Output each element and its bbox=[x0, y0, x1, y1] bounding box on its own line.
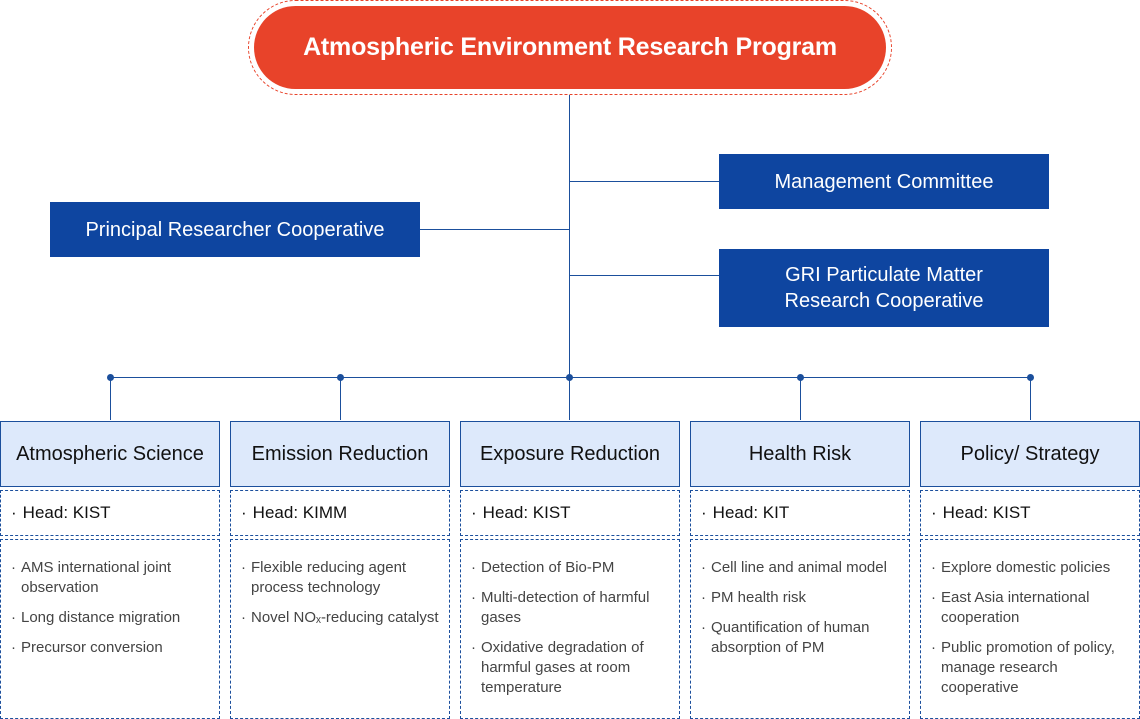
branch-drop-2 bbox=[340, 377, 341, 420]
column-head-exposure-reduction: Exposure Reduction bbox=[460, 421, 680, 487]
gri-cooperative-box: GRI Particulate Matter Research Cooperat… bbox=[719, 249, 1049, 327]
list-item: Detection of Bio-PM bbox=[471, 558, 673, 578]
column-head-emission-reduction: Emission Reduction bbox=[230, 421, 450, 487]
list-item: East Asia international cooperation bbox=[931, 588, 1133, 628]
branch-drop-1 bbox=[110, 377, 111, 420]
list-item: AMS international joint observation bbox=[11, 558, 213, 598]
column-list-policy-strategy: Explore domestic policies East Asia inte… bbox=[920, 539, 1140, 719]
list-item: Flexible reducing agent process technolo… bbox=[241, 558, 443, 598]
column-list-atmospheric-science: AMS international joint observation Long… bbox=[0, 539, 220, 719]
bullet-dot: · bbox=[471, 503, 477, 522]
column-lead-atmospheric-science: · Head: KIST bbox=[0, 490, 220, 536]
bullet-dot: · bbox=[241, 503, 247, 522]
branch-dot-4 bbox=[797, 374, 804, 381]
gri-cooperative-label-line2: Research Cooperative bbox=[784, 290, 984, 312]
column-lead-policy-strategy: · Head: KIST bbox=[920, 490, 1140, 536]
column-head-atmospheric-science: Atmospheric Science bbox=[0, 421, 220, 487]
column-lead-health-risk: · Head: KIT bbox=[690, 490, 910, 536]
bullet-dot: · bbox=[11, 503, 17, 522]
list-item: Public promotion of policy, manage resea… bbox=[931, 638, 1133, 698]
bullet-dot: · bbox=[931, 503, 937, 522]
connector-management bbox=[569, 181, 719, 182]
column-lead-label: Head: KIT bbox=[712, 503, 790, 522]
column-title: Exposure Reduction bbox=[479, 442, 661, 465]
list-item: Quantification of human absorption of PM bbox=[701, 618, 903, 658]
column-lead-exposure-reduction: · Head: KIST bbox=[460, 490, 680, 536]
column-head-policy-strategy: Policy/ Strategy bbox=[920, 421, 1140, 487]
column-lead-label: Head: KIST bbox=[22, 503, 111, 522]
column-title: Emission Reduction bbox=[251, 442, 429, 465]
principal-researcher-label: Principal Researcher Cooperative bbox=[85, 218, 385, 241]
list-item: PM health risk bbox=[701, 588, 903, 608]
management-committee-box: Management Committee bbox=[719, 154, 1049, 209]
column-title: Policy/ Strategy bbox=[960, 442, 1100, 465]
column-lead-label: Head: KIST bbox=[942, 503, 1031, 522]
gri-cooperative-label-line1: GRI Particulate Matter bbox=[785, 264, 983, 286]
bullet-dot: · bbox=[701, 503, 707, 522]
column-head-health-risk: Health Risk bbox=[690, 421, 910, 487]
list-item: Cell line and animal model bbox=[701, 558, 903, 578]
program-title-frame: Atmospheric Environment Research Program bbox=[248, 0, 892, 95]
connector-gri bbox=[569, 275, 719, 276]
connector-principal bbox=[420, 229, 569, 230]
column-title: Atmospheric Science bbox=[16, 442, 204, 465]
column-title: Health Risk bbox=[748, 442, 852, 465]
branch-dot-2 bbox=[337, 374, 344, 381]
list-item: Novel NOₓ-reducing catalyst bbox=[241, 608, 443, 628]
list-item: Long distance migration bbox=[11, 608, 213, 628]
column-lead-label: Head: KIMM bbox=[252, 503, 348, 522]
column-lead-label: Head: KIST bbox=[482, 503, 571, 522]
list-item: Oxidative degradation of harmful gases a… bbox=[471, 638, 673, 698]
column-list-health-risk: Cell line and animal model PM health ris… bbox=[690, 539, 910, 719]
list-item: Multi-detection of harmful gases bbox=[471, 588, 673, 628]
list-item: Precursor conversion bbox=[11, 638, 213, 658]
branch-drop-4 bbox=[800, 377, 801, 420]
main-trunk-line bbox=[569, 95, 570, 420]
program-title: Atmospheric Environment Research Program bbox=[254, 6, 886, 89]
column-list-exposure-reduction: Detection of Bio-PM Multi-detection of h… bbox=[460, 539, 680, 719]
column-lead-emission-reduction: · Head: KIMM bbox=[230, 490, 450, 536]
branch-dot-1 bbox=[107, 374, 114, 381]
column-list-emission-reduction: Flexible reducing agent process technolo… bbox=[230, 539, 450, 719]
branch-dot-5 bbox=[1027, 374, 1034, 381]
principal-researcher-box: Principal Researcher Cooperative bbox=[50, 202, 420, 257]
branch-dot-3 bbox=[566, 374, 573, 381]
management-committee-label: Management Committee bbox=[774, 170, 994, 193]
branch-drop-5 bbox=[1030, 377, 1031, 420]
list-item: Explore domestic policies bbox=[931, 558, 1133, 578]
